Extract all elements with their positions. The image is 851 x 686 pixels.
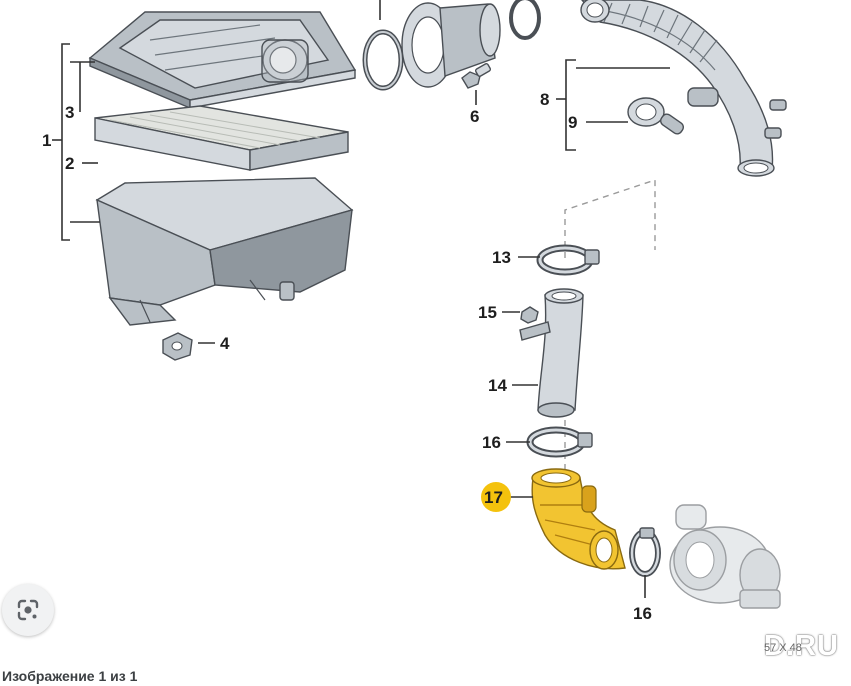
callout-9: 9 xyxy=(568,113,577,132)
callout-4: 4 xyxy=(220,334,230,353)
callout-2: 2 xyxy=(65,154,74,173)
seal-ring xyxy=(362,29,404,91)
callout-16: 16 xyxy=(482,433,501,452)
callout-1: 1 xyxy=(42,131,51,150)
callout-3: 3 xyxy=(65,103,74,122)
intake-elbow-17 xyxy=(531,468,626,570)
callout-14: 14 xyxy=(488,376,507,395)
assembly-guides xyxy=(564,179,656,470)
flange-pipe xyxy=(401,0,541,88)
intake-hose-8 xyxy=(580,0,787,177)
hose-clamp-13 xyxy=(536,244,600,276)
hose-clamp-16 xyxy=(526,426,593,458)
callout-13: 13 xyxy=(492,248,511,267)
leader-lines xyxy=(52,0,670,598)
filter-element xyxy=(94,105,349,171)
callout-6: 6 xyxy=(470,107,479,126)
callout-8: 8 xyxy=(540,90,549,109)
image-counter: Изображение 1 из 1 xyxy=(2,668,138,684)
google-lens-icon xyxy=(17,599,39,621)
hose-clamp-16b xyxy=(629,527,661,577)
nut-4 xyxy=(162,332,193,361)
air-filter-housing xyxy=(95,177,354,326)
image-code: 57 X 48 xyxy=(764,642,802,654)
callout-15: 15 xyxy=(478,303,497,322)
nut-15 xyxy=(520,306,539,324)
google-lens-button[interactable] xyxy=(2,584,54,636)
turbocharger xyxy=(669,504,781,609)
air-filter-lid xyxy=(88,11,357,110)
bolt-6 xyxy=(461,63,492,89)
callout-17-badge xyxy=(481,482,511,512)
breather-connector-9 xyxy=(627,87,719,135)
intake-pipe-14 xyxy=(519,288,584,418)
watermark-logo: D.RU xyxy=(764,630,839,662)
callout-16b: 16 xyxy=(633,604,652,623)
callout-17: 17 xyxy=(484,488,503,507)
